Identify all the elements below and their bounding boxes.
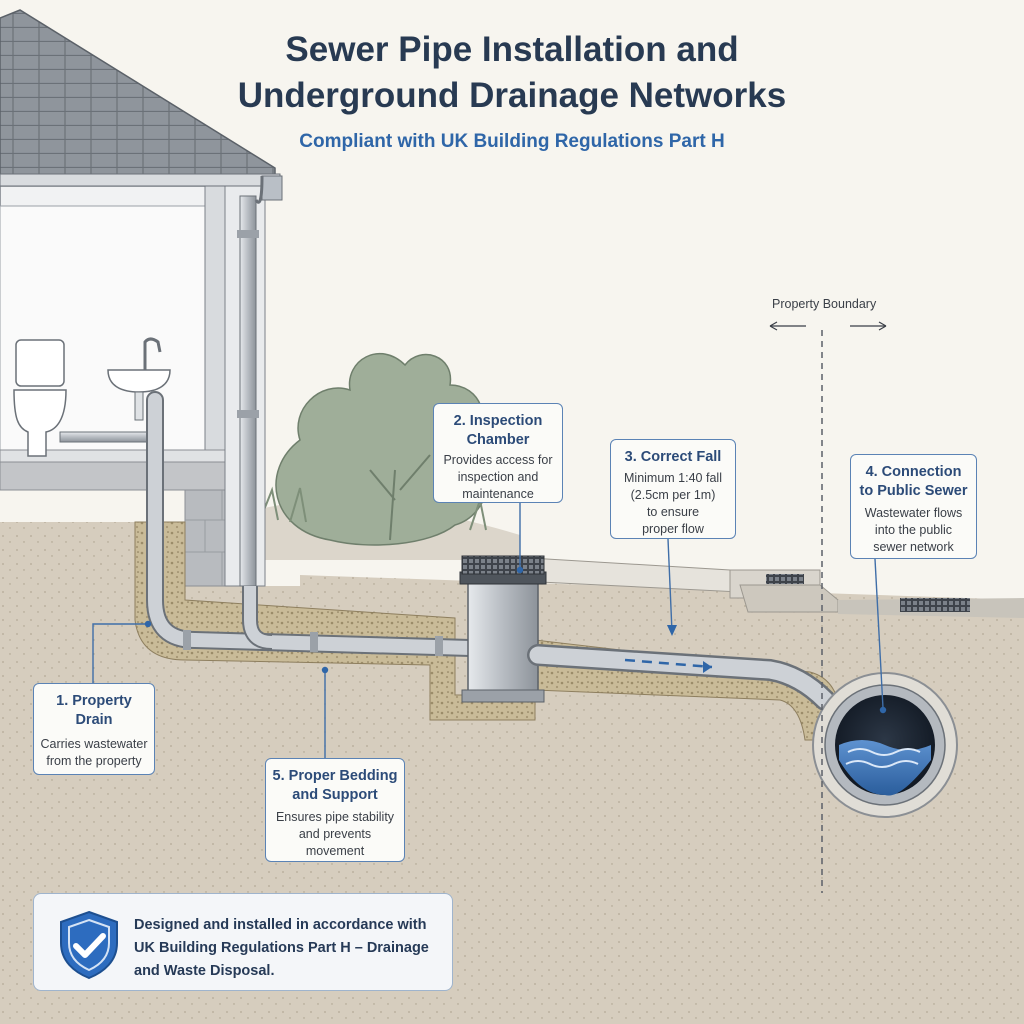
callout-heading: 4. Connection to Public Sewer	[859, 464, 968, 499]
callout-inspection-chamber: 2. Inspection Chamber Provides access fo…	[433, 403, 563, 503]
callout-property-drain: 1. Property Drain Carries wastewater fro…	[33, 683, 155, 775]
house-roof	[0, 9, 281, 187]
callout-body: Ensures pipe stability and prevents move…	[275, 810, 395, 858]
callout-body: Provides access for inspection and maint…	[443, 453, 553, 501]
rainwater-downpipe	[237, 175, 283, 587]
callout-body: Wastewater flows into the public sewer n…	[864, 506, 963, 554]
callout-heading: 5. Proper Bedding and Support	[272, 768, 398, 803]
callout-public-sewer: 4. Connection to Public Sewer Wastewater…	[850, 454, 977, 559]
compliance-note: Designed and installed in accordance wit…	[33, 893, 453, 991]
callout-heading: 2. Inspection Chamber	[453, 413, 543, 448]
callout-correct-fall: 3. Correct Fall Minimum 1:40 fall (2.5cm…	[610, 439, 736, 539]
public-sewer-main	[812, 672, 958, 818]
property-boundary-label: Property Boundary	[772, 297, 877, 311]
outflow-pipe	[527, 644, 836, 711]
property-boundary-marker	[769, 321, 887, 893]
house-room	[0, 185, 266, 587]
callout-body: Carries wastewater from the property	[40, 737, 148, 768]
inspection-chamber	[459, 555, 547, 703]
callout-heading: 1. Property Drain	[56, 693, 132, 728]
page-title-line1: Sewer Pipe Installation and	[285, 30, 739, 69]
toilet-fixture	[13, 339, 67, 457]
callout-bedding-support: 5. Proper Bedding and Support Ensures pi…	[265, 758, 405, 862]
callout-heading: 3. Correct Fall	[624, 449, 722, 465]
page-subtitle: Compliant with UK Building Regulations P…	[299, 131, 725, 152]
property-drain-pipe	[146, 391, 479, 657]
callout-body: Minimum 1:40 fall (2.5cm per 1m) to ensu…	[624, 471, 722, 536]
leader-endpoints	[144, 566, 887, 714]
page-title-line2: Underground Drainage Networks	[237, 76, 787, 115]
callout-leaders	[92, 503, 884, 760]
pipe-bedding-gravel	[134, 521, 841, 741]
shield-check-icon	[60, 910, 118, 980]
sink-fixture	[107, 337, 171, 421]
paving-and-road	[529, 557, 1024, 618]
compliance-text: Designed and installed in accordance wit…	[134, 917, 429, 979]
